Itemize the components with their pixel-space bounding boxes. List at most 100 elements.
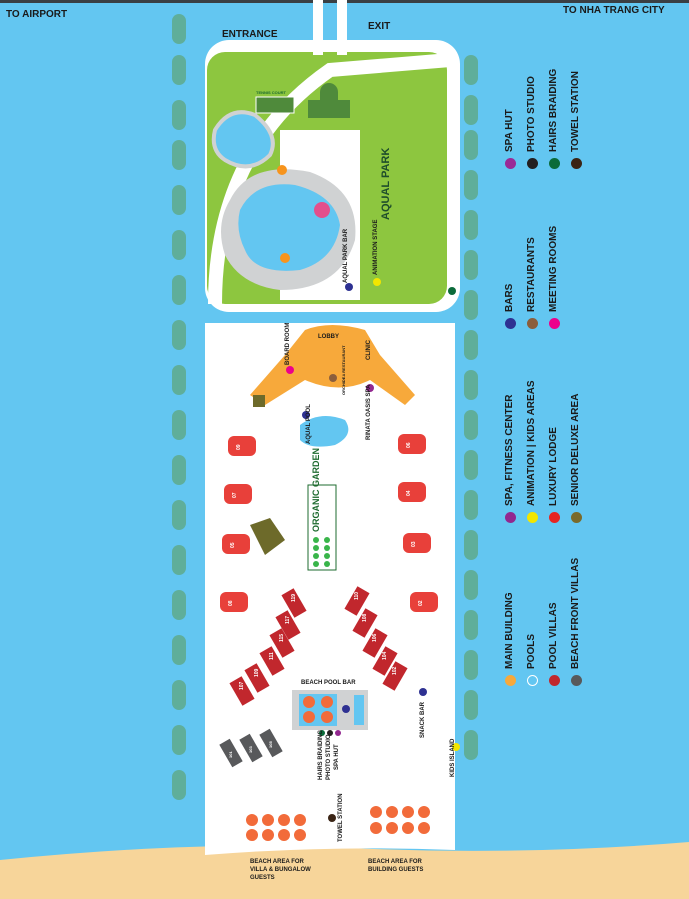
water-slide-icon [314,202,330,218]
legend-dot [505,675,516,686]
animation-marker [373,278,381,286]
aqual-pool-label: AQUAL POOL [306,404,312,444]
beach-villa-number: 101 [228,751,233,758]
hair-braiding-marker [448,287,456,295]
to-city-label: TO NHA TRANG CITY [563,5,665,16]
beach-villa-101 [219,738,243,768]
lodge-07 [224,484,252,504]
villa-107 [229,676,255,706]
lodge-number: 05 [230,542,236,548]
villa-number: 111 [269,652,275,660]
legend-label: SENIOR DELUXE AREA [570,393,581,506]
legend-dot [549,512,560,523]
villa-119 [281,588,307,618]
spa-marker [366,384,374,392]
legend-label: MAIN BUILDING [504,592,515,669]
villa-111 [259,646,285,676]
lodge-number: 06 [406,442,412,448]
pool-main [238,184,340,271]
villa-109 [244,663,270,693]
legend-dot [527,318,538,329]
snack-bar-label: SNACK BAR [420,702,426,738]
legend-dot [549,318,560,329]
legend-label: ANIMATION | KIDS AREAS [526,380,537,506]
senior-deluxe-block [250,518,285,555]
organic-garden-label: ORGANIC GARDEN [311,447,321,532]
legend-label: LUXURY LODGE [548,427,559,506]
slide-icon [280,253,290,263]
entrance-exit-road [313,0,347,55]
beach-pool-bar-label: BEACH POOL BAR [301,680,356,686]
restaurant-marker [329,374,337,382]
legend-label: SPA HUT [504,109,515,152]
legend-dot [571,512,582,523]
legend-dot [505,512,516,523]
lodge-06 [398,482,426,502]
lodge-number: 09 [236,444,242,450]
legend-dot [527,158,538,169]
snack-bar-marker [419,688,427,696]
legend-label: POOL VILLAS [548,602,559,670]
animation-stage-label: ANIMATION STAGE [373,219,379,275]
aqual-pool [300,416,349,447]
aqua-park-bar-label: AQUAL PARK BAR [343,228,349,283]
senior-deluxe-area [253,395,265,407]
lodge-03 [220,592,248,612]
villa-104 [372,646,398,676]
legend-dot [505,158,516,169]
clinic-label: CLINIC [366,340,372,360]
resort-grounds [205,315,455,855]
lodge-number: 08 [228,600,234,606]
villa-106 [362,628,388,658]
lodge-08 [398,434,426,454]
to-airport-label: TO AIRPORT [6,9,68,20]
beach-villa-105 [259,728,283,758]
entrance-label: ENTRANCE [222,29,278,40]
beach-building-guests-label: BEACH AREA FOR BUILDING GUESTS [368,859,424,873]
villa-number: 117 [285,615,291,624]
villa-110 [344,586,370,616]
lodge-number: 07 [232,492,238,498]
legend-label: PHOTO STUDIO [526,76,537,152]
legend-label: HAIRS BRAIDING [548,68,559,152]
villa-102 [382,661,408,691]
bar-marker [342,705,350,713]
lodge-number: 04 [406,490,412,496]
building-green [308,83,350,118]
lodge-number: 02 [418,600,424,606]
lodge-number: 03 [411,541,417,547]
aqua-park-title: AQUAL PARK [380,147,392,220]
spa-hut-marker [335,730,341,736]
kids-island-label: KIDS ISLAND [450,738,456,777]
villa-115 [269,628,295,658]
beach-sand [0,842,689,899]
service-hair-label: HAIRS BRAIDING [318,729,324,780]
legend-label: SPA, FITNESS CENTER [504,394,515,507]
towel-station-marker [328,814,336,822]
beach-pool-small [354,695,364,725]
villa-number: 106 [372,633,378,642]
service-photo-label: PHOTO STUDIO [326,734,332,780]
main-building [250,325,415,405]
beach-villa-103 [239,733,263,763]
legend-dot [527,512,538,523]
tennis-court [255,96,295,114]
tennis-court-label: TENNIS COURT [256,90,286,95]
hair-braiding-marker [319,730,325,736]
legend-dot [549,158,560,169]
legend-dot [527,675,538,686]
villa-number: 102 [392,666,398,675]
legend-label: POOLS [526,633,537,669]
villa-number: 110 [354,591,360,600]
beach-villa-number: 103 [248,746,253,753]
lodge-02 [410,592,438,612]
lodge-05 [222,534,250,554]
villa-number: 115 [279,633,285,642]
bar-marker [302,411,310,419]
lobby-label: LOBBY [318,334,339,340]
lodge-04 [403,533,431,553]
towel-station-label: TOWEL STATION [338,793,344,842]
legend-label: MEETING ROOMS [548,225,559,312]
kids-marker [452,743,460,751]
exit-label: EXIT [368,21,391,32]
